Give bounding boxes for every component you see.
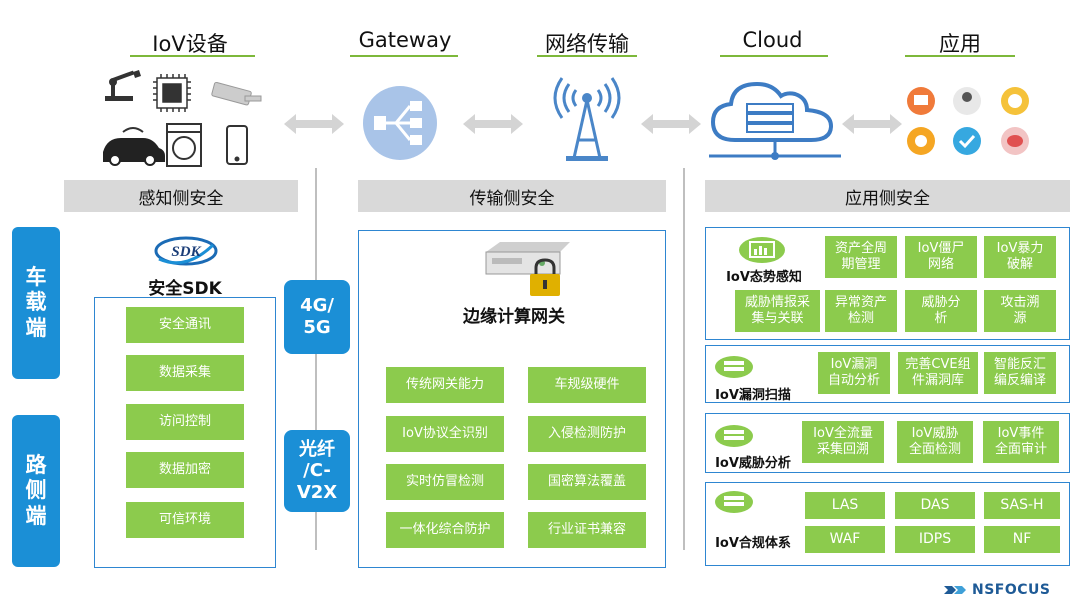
server-lock-icon bbox=[485, 242, 570, 296]
app-panel-label: IoV漏洞扫描 bbox=[715, 388, 791, 403]
car-icon bbox=[103, 127, 165, 166]
app-icons bbox=[907, 87, 1029, 155]
app-panel-label: IoV威胁分析 bbox=[715, 456, 791, 471]
separator-line bbox=[315, 168, 317, 550]
scanner-icon bbox=[715, 356, 753, 378]
edge-gateway-title: 边缘计算网关 bbox=[463, 307, 565, 327]
chip-icon bbox=[153, 74, 191, 112]
app-item: 资产全周 期管理 bbox=[825, 236, 897, 278]
side-tab-road: 路 侧 端 bbox=[12, 415, 60, 567]
antenna-icon bbox=[553, 77, 621, 161]
nsfocus-logo-text: NSFOCUS bbox=[972, 582, 1051, 598]
app-item: 攻击溯 源 bbox=[984, 290, 1056, 332]
gateway-item: 行业证书兼容 bbox=[528, 512, 646, 548]
conn-tag-fiber-cv2x: 光纤 /C- V2X bbox=[284, 430, 350, 512]
app-panel-label: IoV态势感知 bbox=[726, 270, 802, 285]
app-item: IoV僵尸 网络 bbox=[905, 236, 977, 278]
app-item: IoV全流量 采集回溯 bbox=[802, 421, 884, 463]
sdk-item: 安全通讯 bbox=[126, 307, 244, 343]
col-underline bbox=[905, 55, 1015, 57]
col-title-app: 应用 bbox=[939, 32, 981, 56]
gateway-item: IoV协议全识别 bbox=[386, 416, 504, 452]
app-item: WAF bbox=[805, 526, 885, 553]
sdk-logo-icon: SDK bbox=[154, 236, 218, 266]
side-tab-char: 端 bbox=[25, 503, 47, 528]
double-arrow-icon bbox=[284, 114, 344, 134]
double-arrow-icon bbox=[641, 114, 701, 134]
band-application: 应用侧安全 bbox=[705, 180, 1070, 212]
side-tab-char: 载 bbox=[25, 290, 47, 315]
double-arrow-icon bbox=[842, 114, 902, 134]
sdk-item: 可信环境 bbox=[126, 502, 244, 538]
sdk-title: 安全SDK bbox=[148, 279, 222, 299]
col-title-iov-devices: IoV设备 bbox=[152, 32, 228, 56]
app-item: NF bbox=[984, 526, 1060, 553]
iov-device-icons bbox=[103, 70, 262, 167]
dashboard-icon bbox=[739, 237, 785, 263]
side-tab-char: 车 bbox=[25, 265, 47, 290]
gateway-item: 车规级硬件 bbox=[528, 367, 646, 403]
app-item: IoV事件 全面审计 bbox=[983, 421, 1059, 463]
sdk-item: 数据加密 bbox=[126, 452, 244, 488]
app-item: SAS-H bbox=[984, 492, 1060, 519]
sdk-logo-text: SDK bbox=[171, 244, 201, 260]
compliance-icon bbox=[715, 491, 753, 513]
side-tab-char: 侧 bbox=[25, 478, 47, 503]
side-tab-char: 端 bbox=[25, 315, 47, 340]
side-tab-vehicle: 车 载 端 bbox=[12, 227, 60, 379]
gateway-item: 实时仿冒检测 bbox=[386, 464, 504, 500]
band-perception: 感知侧安全 bbox=[64, 180, 298, 212]
col-title-network: 网络传输 bbox=[545, 32, 629, 56]
band-transport: 传输侧安全 bbox=[358, 180, 666, 212]
col-underline bbox=[130, 55, 255, 57]
col-underline bbox=[537, 55, 637, 57]
side-tab-char: 路 bbox=[25, 453, 47, 478]
app-item: IoV威胁 全面检测 bbox=[897, 421, 973, 463]
col-underline bbox=[350, 55, 458, 57]
col-title-gateway: Gateway bbox=[358, 28, 452, 52]
double-arrow-icon bbox=[463, 114, 523, 134]
separator-line bbox=[683, 168, 685, 550]
gateway-icon bbox=[363, 86, 437, 160]
cloud-server-icon bbox=[709, 81, 841, 160]
conn-tag-4g5g: 4G/ 5G bbox=[284, 280, 350, 354]
app-panel-label: IoV合规体系 bbox=[715, 536, 791, 551]
app-item: IoV暴力 破解 bbox=[984, 236, 1056, 278]
app-item: 完善CVE组 件漏洞库 bbox=[898, 352, 978, 394]
gateway-item: 入侵检测防护 bbox=[528, 416, 646, 452]
robot-arm-icon bbox=[105, 70, 141, 101]
gateway-item: 一体化综合防护 bbox=[386, 512, 504, 548]
app-item: 威胁分 析 bbox=[905, 290, 977, 332]
app-item: 异常资产 检测 bbox=[825, 290, 897, 332]
sdk-item: 数据采集 bbox=[126, 355, 244, 391]
app-item: LAS bbox=[805, 492, 885, 519]
app-item: 威胁情报采 集与关联 bbox=[735, 290, 820, 332]
shield-icon bbox=[715, 425, 753, 447]
gateway-item: 国密算法覆盖 bbox=[528, 464, 646, 500]
phone-icon bbox=[226, 125, 248, 165]
gateway-item: 传统网关能力 bbox=[386, 367, 504, 403]
col-title-cloud: Cloud bbox=[742, 28, 803, 52]
app-item: DAS bbox=[895, 492, 975, 519]
sdk-item: 访问控制 bbox=[126, 404, 244, 440]
app-item: 智能反汇 编反编译 bbox=[984, 352, 1056, 394]
washer-icon bbox=[166, 123, 202, 167]
nsfocus-logo-icon bbox=[944, 586, 966, 594]
col-underline bbox=[720, 55, 828, 57]
camera-icon bbox=[211, 81, 262, 106]
app-item: IDPS bbox=[895, 526, 975, 553]
app-item: IoV漏洞 自动分析 bbox=[818, 352, 890, 394]
